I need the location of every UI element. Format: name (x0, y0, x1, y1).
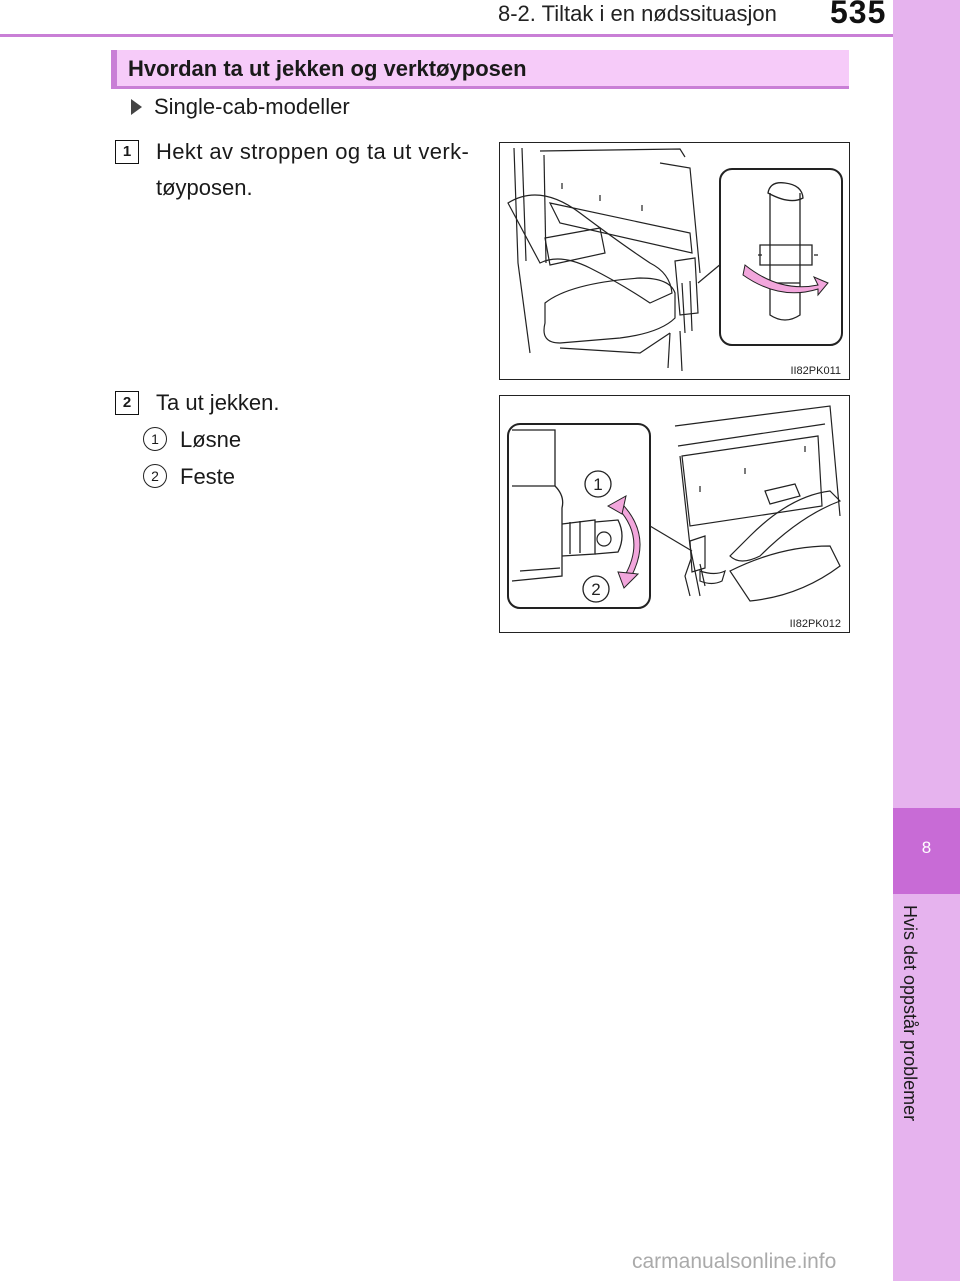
substep-1-text: Løsne (180, 427, 242, 452)
page-number: 535 (830, 0, 887, 30)
section-title: Hvordan ta ut jekken og verktøyposen (128, 56, 527, 81)
section-title-accent (111, 50, 117, 89)
figure-2-code: II82PK012 (790, 618, 841, 630)
figure-remove-jack: 1 2 II82PK012 (499, 395, 850, 633)
section-title-bar (111, 50, 849, 89)
triangle-bullet-icon (131, 99, 142, 115)
jack-illustration: 1 2 II82PK012 (507, 405, 842, 630)
chapter-side-tab (893, 0, 960, 1281)
step-2-text: Ta ut jekken. (156, 390, 280, 415)
chapter-number-box (893, 808, 960, 894)
chapter-title: Hvis det oppstår problemer (900, 905, 920, 1122)
step-1-text-line2: tøyposen. (156, 175, 253, 200)
model-bullet: Single-cab-modeller (131, 94, 350, 120)
model-bullet-text: Single-cab-modeller (154, 94, 350, 119)
substep-2-text: Feste (180, 464, 236, 489)
figure-callout-2: 2 (591, 580, 600, 599)
figure-1-code: II82PK011 (790, 365, 841, 377)
header-section-title: 8-2. Tiltak i en nødssituasjon (498, 1, 777, 26)
watermark: carmanualsonline.info (632, 1250, 837, 1273)
header-rule (0, 34, 893, 37)
step-1-text-line1: Hekt av stroppen og ta ut verk- (156, 139, 470, 164)
substep-1-number: 1 (143, 427, 167, 451)
substep-2-number: 2 (143, 464, 167, 488)
step-2-number: 2 (115, 391, 139, 415)
figure-unhook-strap: II82PK011 (499, 142, 850, 380)
step-1-number: 1 (115, 140, 139, 164)
chapter-number: 8 (921, 838, 932, 857)
strap-illustration: II82PK011 (507, 147, 843, 377)
figure-callout-1: 1 (593, 475, 602, 494)
step-1-text: Hekt av stroppen og ta ut verk- tøyposen… (156, 134, 476, 206)
